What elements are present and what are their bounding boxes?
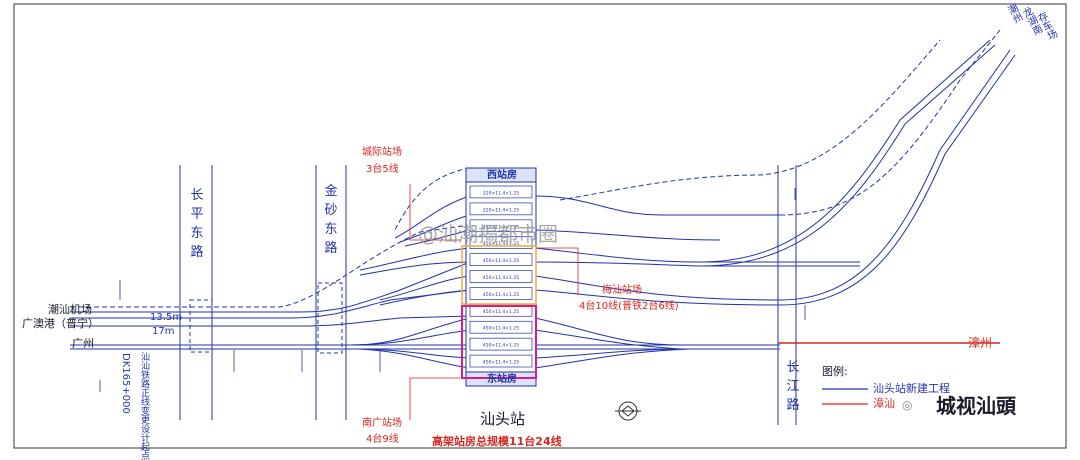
- platform-row: [469, 270, 533, 283]
- platform-row: [469, 287, 533, 300]
- airport-line-label: 潮汕机场: [48, 303, 92, 316]
- platform-stack: [465, 167, 537, 387]
- platform-row: [469, 236, 533, 249]
- station-name: 汕头站: [480, 410, 526, 428]
- nanguang-yard-box: [461, 305, 537, 379]
- platform-row: [469, 253, 533, 266]
- intercity-yard-name: 城际站场: [362, 147, 402, 158]
- platform-row-label: 450×11.4×1.25: [483, 275, 519, 281]
- platform-row-label: 450×11.4×1.25: [483, 343, 519, 349]
- nanguang-yard-name: 南广站场: [362, 418, 402, 429]
- platform-row-label: 450×11.4×1.25: [483, 309, 519, 315]
- north-arrow-icon: [615, 401, 641, 421]
- platform-row-label: 450×11.4×1.25: [483, 258, 519, 264]
- platform-row: [469, 354, 533, 368]
- platform-row-label: 220×11.4×1.25: [483, 190, 519, 196]
- meishan-yard-name: 梅汕站场: [602, 285, 642, 296]
- legend-item-1: 汕头站新建工程: [873, 382, 950, 395]
- platform-row-label: 450×11.4×1.25: [483, 292, 519, 298]
- weibo-watermark: @汕潮揭都市圈: [418, 222, 558, 246]
- meishan-yard-box: [461, 245, 537, 305]
- legend-title: 图例:: [822, 365, 848, 378]
- legend-item-2: 漳汕: [873, 397, 895, 410]
- platform-row: [469, 219, 533, 233]
- summary-caption: 高架站房总规模11台24线: [432, 435, 562, 448]
- zhangzhou-label: 漳州: [968, 336, 993, 350]
- guangao-line-label: 广澳港（普宁）: [22, 317, 99, 330]
- platform-row: [469, 337, 533, 351]
- mileage-label: DK165+000: [120, 353, 131, 414]
- platform-row-label: 450×11.4×1.25: [483, 224, 519, 230]
- chaozhou-line: [699, 39, 991, 263]
- intercity-yard-spec: 3台5线: [366, 164, 399, 175]
- west-building-label: 西站房: [487, 170, 517, 181]
- guangao-line: [70, 289, 471, 319]
- platform-row: [469, 185, 533, 199]
- jinsha-road-label: 金砂东路: [324, 184, 338, 256]
- changjiang-road-label: 长江路: [786, 360, 800, 413]
- platform-row: [469, 202, 533, 216]
- platform-row: [469, 320, 533, 334]
- nanguang-yard-spec: 4台9线: [366, 434, 399, 445]
- dimension-17m: 17m: [152, 326, 175, 337]
- dimension-13-5m: 13.5m: [150, 312, 183, 323]
- platform-row-label: 220×11.4×1.25: [483, 207, 519, 213]
- east-building-label: 东站房: [487, 374, 517, 385]
- mileage-note: 汕汕铁路正线变更设计起点: [139, 352, 149, 460]
- wechat-icon: ◎: [902, 398, 913, 412]
- platform-row-label: 450×11.4×1.25: [483, 241, 519, 247]
- airport-line: [70, 261, 471, 313]
- platform-row-label: 450×11.4×1.25: [483, 360, 519, 366]
- guangzhou-line-label: 广州: [72, 337, 94, 350]
- wechat-watermark: 城视汕頭: [936, 394, 1016, 418]
- platform-row-label: 450×11.4×1.25: [483, 326, 519, 332]
- drawing-frame: [13, 3, 1067, 449]
- main-lines: [70, 29, 1016, 369]
- meishan-yard-spec: 4台10线(普铁2台6线): [579, 301, 679, 312]
- road-lines: [179, 165, 797, 425]
- changping-road-label: 长平东路: [190, 188, 204, 260]
